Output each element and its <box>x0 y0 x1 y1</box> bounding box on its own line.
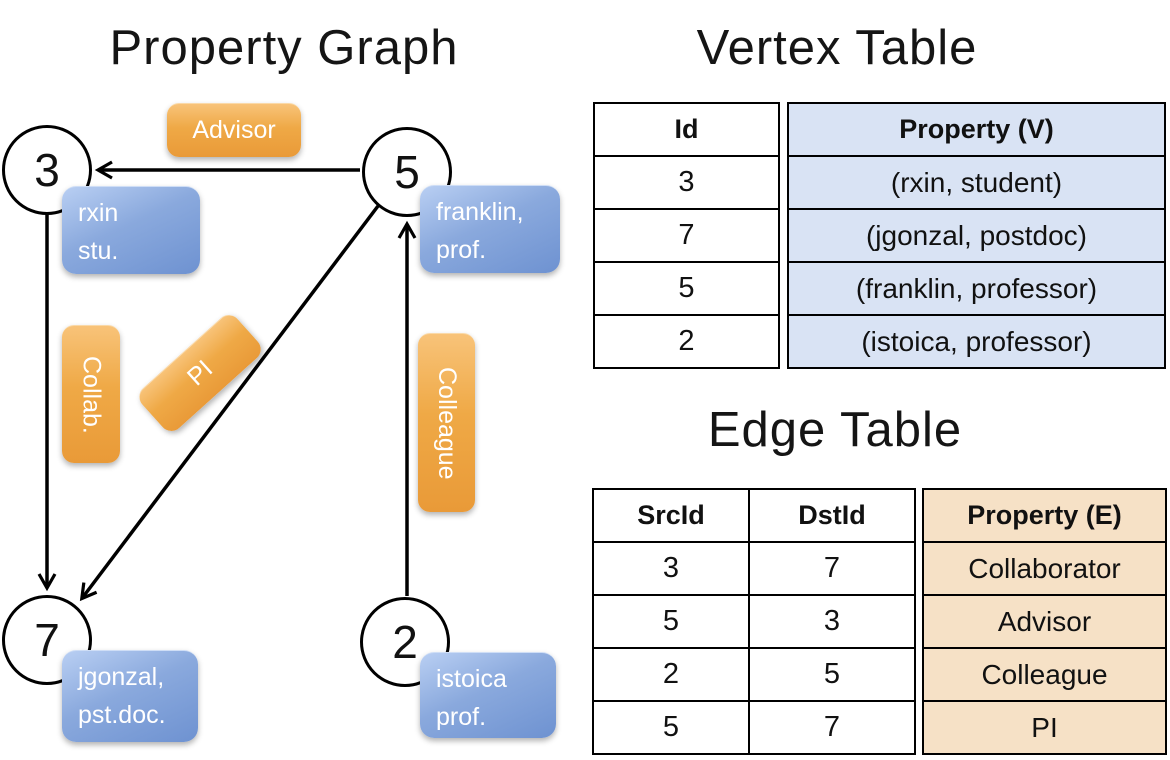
edge-row-property: PI <box>922 700 1167 755</box>
vertex-table-id-column: Id 3 7 5 2 <box>593 102 780 369</box>
edge-label-collab: Collab. <box>62 325 120 463</box>
edge-table-title: Edge Table <box>707 403 963 457</box>
edge-label-advisor: Advisor <box>167 103 301 157</box>
vertex-prop-box-franklin: franklin, prof. <box>420 185 560 273</box>
edge-label-colleague: Colleague <box>418 333 475 512</box>
edge-row-dst: 5 <box>748 647 916 702</box>
node-circle-5: 5 <box>362 127 452 217</box>
vertex-row-id: 7 <box>593 208 780 263</box>
node-id-label: 5 <box>394 146 420 198</box>
vertex-prop-box-jgonzal: jgonzal, pst.doc. <box>62 650 198 742</box>
edge-row-property: Colleague <box>922 647 1167 702</box>
edge-row-dst: 7 <box>748 541 916 596</box>
edge-label-pi: PI <box>134 310 266 436</box>
vertex-prop-box-istoica: istoica prof. <box>420 652 556 738</box>
node-id-label: 7 <box>34 614 60 666</box>
vertex-row-id: 5 <box>593 261 780 316</box>
vertex-prop-line: istoica <box>436 665 507 693</box>
edge-row-src: 3 <box>592 541 750 596</box>
edge-label-text: Advisor <box>192 116 276 144</box>
vertex-row-property: (rxin, student) <box>787 155 1166 210</box>
edge-dst-header: DstId <box>748 488 916 543</box>
vertex-prop-line: rxin <box>78 199 119 227</box>
edge-label-text: PI <box>181 354 219 392</box>
vertex-property-header: Property (V) <box>787 102 1166 157</box>
vertex-prop-line: stu. <box>78 236 119 265</box>
vertex-prop-line: franklin, <box>436 198 524 226</box>
edge-row-src: 5 <box>592 594 750 649</box>
node-id-label: 2 <box>392 616 418 668</box>
edge-property-header: Property (E) <box>922 488 1167 543</box>
edge-table-id-columns: SrcId DstId 3 7 5 3 2 5 5 7 <box>592 488 916 755</box>
node-id-label: 3 <box>34 144 60 196</box>
vertex-row-property: (jgonzal, postdoc) <box>787 208 1166 263</box>
vertex-prop-line: pst.doc. <box>78 700 166 729</box>
vertex-prop-line: jgonzal, <box>78 663 165 691</box>
vertex-id-header: Id <box>593 102 780 157</box>
vertex-prop-line: prof. <box>436 235 487 264</box>
edge-row-dst: 7 <box>748 700 916 755</box>
edge-src-header: SrcId <box>592 488 750 543</box>
vertex-prop-line: prof. <box>436 702 487 731</box>
edge-label-text: Colleague <box>433 366 461 480</box>
edge-label-text: Collab. <box>77 355 106 434</box>
vertex-prop-box-rxin: rxin stu. <box>62 186 200 274</box>
node-circle-3: 3 <box>2 125 92 215</box>
vertex-table-title: Vertex Table <box>696 21 978 75</box>
vertex-row-id: 2 <box>593 314 780 369</box>
property-graph-title: Property Graph <box>109 21 459 75</box>
vertex-row-property: (franklin, professor) <box>787 261 1166 316</box>
edge-row-property: Advisor <box>922 594 1167 649</box>
vertex-table-property-column: Property (V) (rxin, student) (jgonzal, p… <box>787 102 1166 369</box>
edge-row-src: 5 <box>592 700 750 755</box>
vertex-row-property: (istoica, professor) <box>787 314 1166 369</box>
vertex-row-id: 3 <box>593 155 780 210</box>
edge-row-property: Collaborator <box>922 541 1167 596</box>
edge-row-src: 2 <box>592 647 750 702</box>
edge-table-property-column: Property (E) Collaborator Advisor Collea… <box>922 488 1167 755</box>
edge-row-dst: 3 <box>748 594 916 649</box>
